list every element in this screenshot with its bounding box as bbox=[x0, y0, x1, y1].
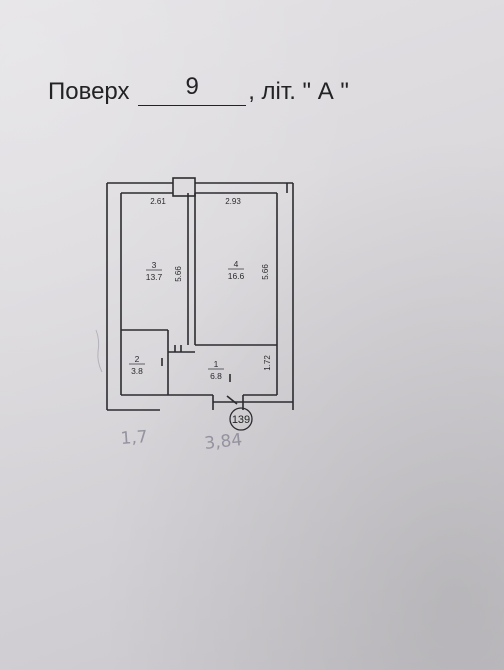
floor-number: 9 bbox=[185, 73, 199, 100]
dim-room3-length: 5.66 bbox=[174, 266, 183, 282]
apartment-number: 139 bbox=[232, 414, 250, 426]
apartment-number-marker: 139 bbox=[229, 407, 253, 431]
room-1-area: 6.8 bbox=[210, 371, 222, 381]
room-3-area: 13.7 bbox=[146, 272, 163, 282]
letter-label: , літ. " А " bbox=[248, 78, 349, 105]
pencil-note-2: 3,84 bbox=[203, 430, 243, 454]
pencil-annotations: 1,7 3,84 bbox=[95, 329, 243, 454]
room-4-number: 4 bbox=[234, 259, 239, 269]
floor-label: Поверх bbox=[48, 78, 130, 105]
room-3-number: 3 bbox=[152, 260, 157, 270]
dim-room4-length: 5.66 bbox=[261, 264, 270, 280]
pencil-stroke-left bbox=[95, 329, 103, 373]
pencil-note-1: 1,7 bbox=[120, 427, 148, 449]
room-2-number: 2 bbox=[135, 354, 140, 364]
dim-hall-depth: 1.72 bbox=[263, 355, 272, 371]
floor-number-blank: 9 bbox=[138, 73, 247, 106]
entrance-arrow bbox=[226, 395, 238, 405]
room-1-number: 1 bbox=[214, 359, 219, 369]
room-labels: 3 13.7 4 16.6 2 3.8 1 6.8 bbox=[129, 259, 245, 381]
dim-room4-width: 2.93 bbox=[225, 197, 241, 206]
floor-header: Поверх 9 , літ. " А " bbox=[48, 73, 349, 106]
apartment-number-circle bbox=[229, 407, 253, 431]
room-2-area: 3.8 bbox=[131, 366, 143, 376]
plan-walls bbox=[106, 177, 294, 411]
window-notch bbox=[172, 177, 196, 197]
dimension-labels: 2.61 2.93 5.66 5.66 1.72 bbox=[150, 197, 272, 371]
room-4-area: 16.6 bbox=[228, 271, 245, 281]
dim-room3-width: 2.61 bbox=[150, 197, 166, 206]
